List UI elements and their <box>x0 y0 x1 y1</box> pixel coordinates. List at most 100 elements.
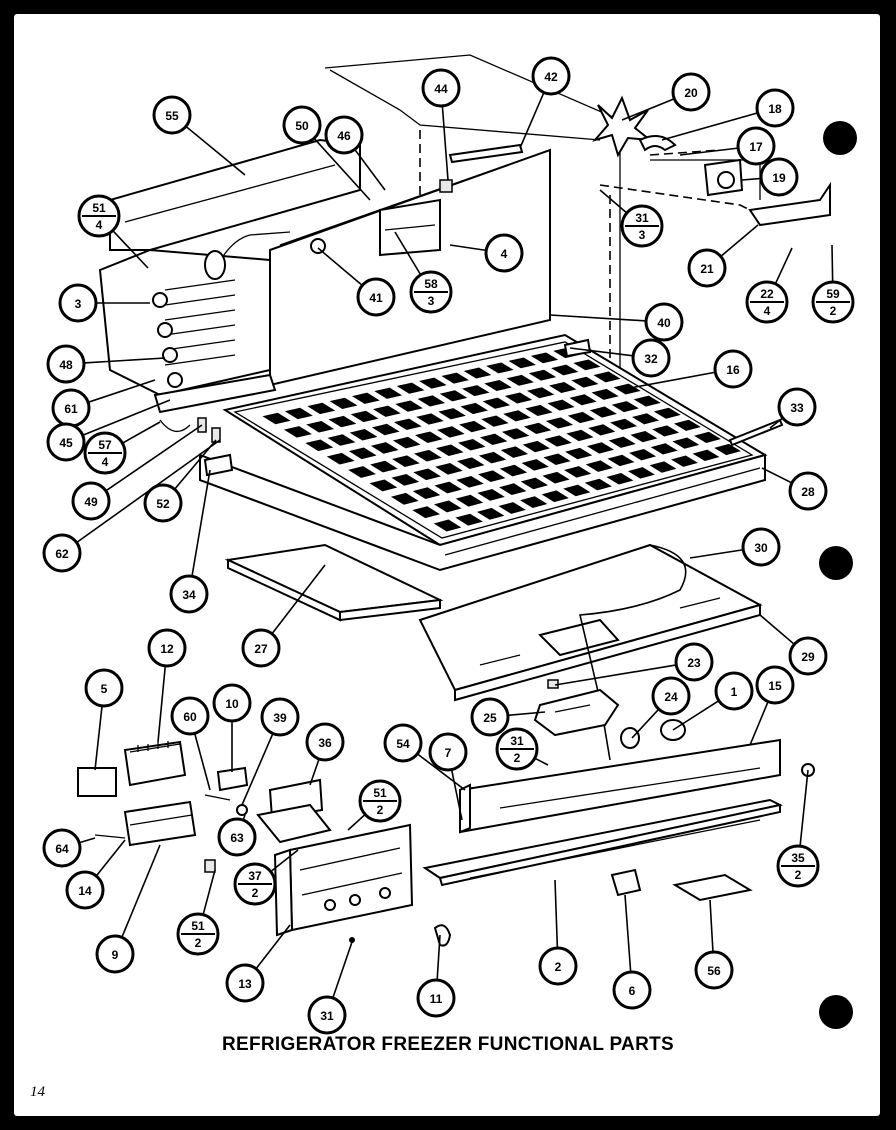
grille-slot <box>307 402 336 415</box>
grille-slot <box>437 426 465 438</box>
callout-number: 12 <box>160 642 174 656</box>
grille-slot <box>528 369 557 381</box>
grille-slot <box>584 478 612 491</box>
grille-slot <box>476 507 505 520</box>
callout-41: 41 <box>356 277 396 317</box>
grille-slot <box>523 422 552 435</box>
grille-slot <box>349 429 378 441</box>
leader-line <box>354 148 386 191</box>
leader-line <box>271 564 326 635</box>
callout-27: 27 <box>241 628 281 668</box>
grille-slot <box>564 466 592 478</box>
callout-circle <box>282 105 322 145</box>
callout-11: 11 <box>416 978 456 1018</box>
callout-circle <box>612 970 652 1010</box>
callout-number: 31 <box>320 1009 334 1023</box>
callout-circle <box>169 574 209 614</box>
callout-9: 9 <box>95 934 135 974</box>
label-5 <box>77 767 117 797</box>
callout-25: 25 <box>470 697 510 737</box>
callout-58-3: 583 <box>409 270 453 314</box>
grille-slot <box>348 447 377 460</box>
callout-number: 27 <box>254 642 268 656</box>
callout-2: 2 <box>538 946 578 986</box>
callout-number: 19 <box>772 171 786 185</box>
grille-slot <box>567 411 596 424</box>
leader-line <box>332 941 353 999</box>
callout-31-2: 312 <box>495 727 539 771</box>
callout-13: 13 <box>225 963 265 1003</box>
callout-quantity: 3 <box>428 294 435 308</box>
callout-circle <box>759 157 799 197</box>
callout-number: 41 <box>369 291 383 305</box>
grille-slot <box>653 407 681 419</box>
grille-slot <box>370 442 399 454</box>
callout-circle <box>212 683 252 723</box>
leader-line <box>94 705 103 771</box>
callout-circle <box>694 950 734 990</box>
callout-60: 60 <box>170 696 210 736</box>
callout-40: 40 <box>644 302 684 342</box>
callout-number: 21 <box>700 262 714 276</box>
grille-slot <box>633 395 661 407</box>
callout-circle <box>42 828 82 868</box>
callout-18: 18 <box>755 88 795 128</box>
callout-1: 1 <box>714 671 754 711</box>
callout-number: 60 <box>183 710 197 724</box>
grille-slot <box>434 481 463 494</box>
leader-line <box>679 147 739 156</box>
diagram-caption: REFRIGERATOR FREEZER FUNCTIONAL PARTS <box>222 1034 674 1055</box>
callout-circle <box>147 628 187 668</box>
callout-quantity: 3 <box>639 228 646 242</box>
callout-number: 29 <box>801 650 815 664</box>
leader-line <box>193 733 211 791</box>
callout-circle <box>671 72 711 112</box>
callout-quantity: 4 <box>102 455 109 469</box>
callout-23: 23 <box>674 642 714 682</box>
callout-19: 19 <box>759 157 799 197</box>
callout-circle <box>428 732 468 772</box>
callout-20: 20 <box>671 72 711 112</box>
leader-line <box>554 664 677 686</box>
grille-slot <box>371 423 400 436</box>
callout-circle <box>713 349 753 389</box>
callout-45: 45 <box>46 422 86 462</box>
grille-slot <box>607 454 635 467</box>
grille-slot <box>434 500 462 513</box>
grille-slot <box>391 473 420 486</box>
grille-slot <box>460 402 488 415</box>
grille-slot <box>503 410 531 422</box>
callout-number: 7 <box>445 746 452 760</box>
leader-line <box>507 711 546 717</box>
callout-22-4: 224 <box>745 280 789 324</box>
leader-line <box>241 733 274 806</box>
callout-number: 10 <box>225 697 239 711</box>
callout-number: 48 <box>59 358 73 372</box>
callout-circle <box>531 56 571 96</box>
callout-54: 54 <box>383 723 423 763</box>
callout-circle <box>260 697 300 737</box>
grille-slot <box>694 431 721 443</box>
divider-shelves-drawing <box>224 543 763 761</box>
callout-number: 16 <box>726 363 740 377</box>
callout-number: 6 <box>629 984 636 998</box>
callout-number: 63 <box>230 831 244 845</box>
registration-dot <box>819 995 853 1029</box>
grille-slot <box>412 506 440 519</box>
registration-marks <box>819 121 857 1029</box>
leader-line <box>394 231 422 276</box>
grille-slot <box>589 406 617 418</box>
callout-number: 31 <box>510 734 524 748</box>
grille-slot <box>586 442 615 454</box>
callout-circle <box>42 533 82 573</box>
leader-line <box>831 244 834 283</box>
leader-line <box>769 417 784 429</box>
callout-number: 61 <box>64 402 78 416</box>
callout-51-2: 512 <box>358 779 402 823</box>
callout-56: 56 <box>694 950 734 990</box>
callout-number: 39 <box>273 711 287 725</box>
callout-circle <box>383 723 423 763</box>
grille-slot <box>438 408 466 420</box>
grille-slot <box>395 400 423 412</box>
callout-circle <box>58 283 98 323</box>
